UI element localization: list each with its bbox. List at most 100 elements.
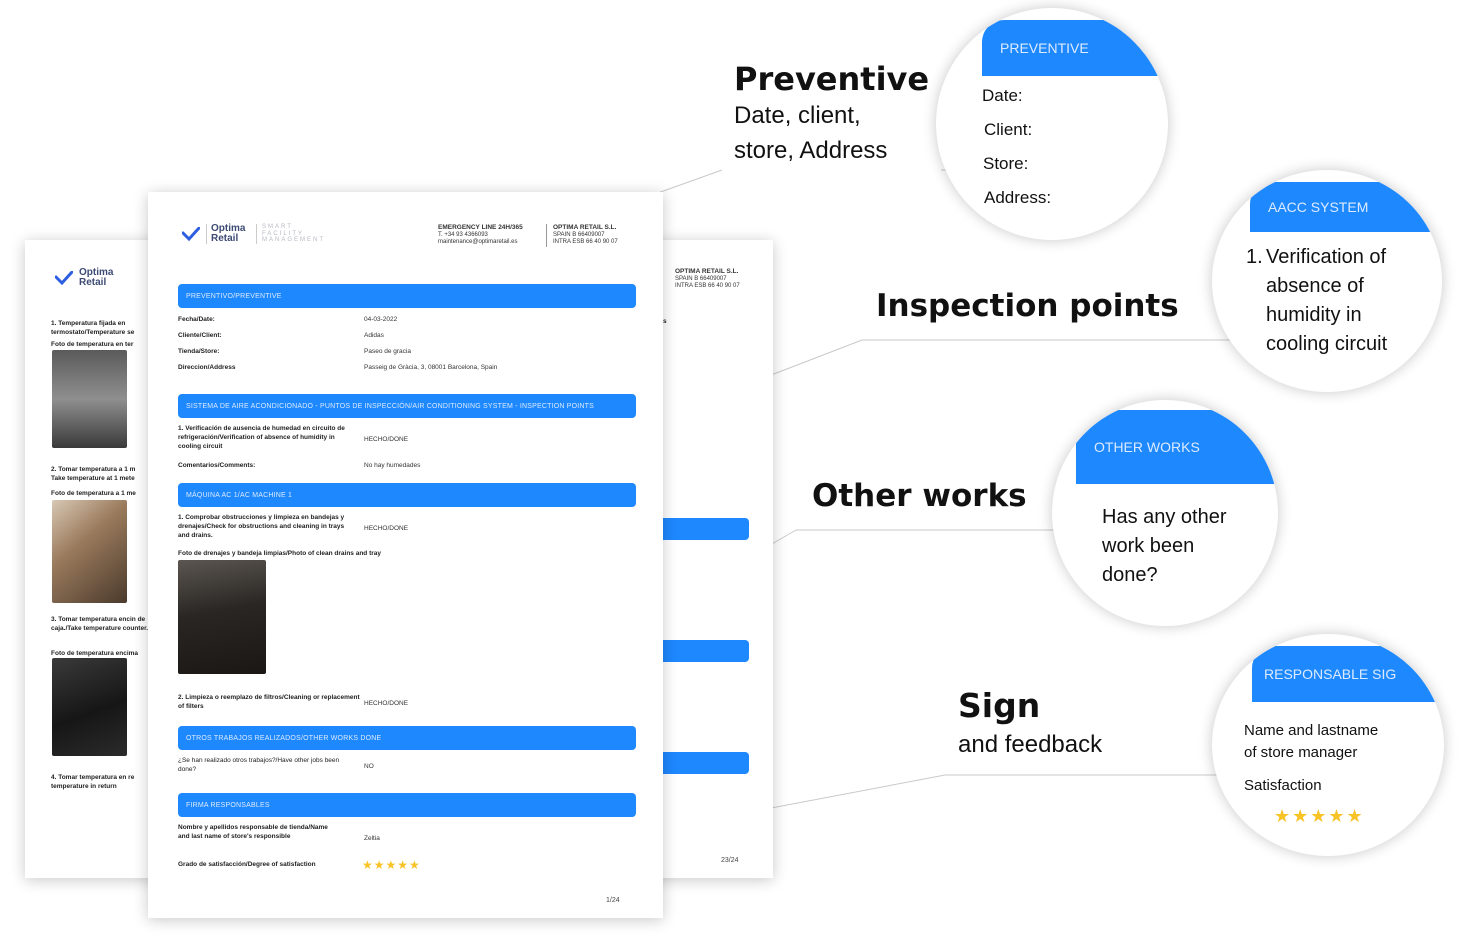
callout-title: Preventive	[734, 60, 930, 98]
company-line: SPAIN B 66409007	[553, 232, 605, 239]
circle-line: Verification of	[1266, 246, 1387, 268]
callout-title: Inspection points	[876, 288, 1179, 324]
section-machine: MÁQUINA AC 1/AC MACHINE 1	[178, 483, 636, 507]
section-other: OTROS TRABAJOS REALIZADOS/OTHER WORKS DO…	[178, 726, 636, 750]
zoom-circle-aacc: AACC SYSTEM 1. Verification of absence o…	[1212, 170, 1442, 392]
pill-sign: RESPONSABLE SIG	[1252, 646, 1444, 702]
circle-field: Client:	[984, 120, 1033, 139]
zoom-circle-preventive: PREVENTIVE Date: Client: Store: Address:	[936, 8, 1168, 240]
item-label: 4. Tomar temperatura en re temperature i…	[51, 774, 135, 790]
satisfaction-label: Grado de satisfacción/Degree of satisfac…	[178, 861, 316, 868]
address-label: Direccion/Address	[178, 364, 236, 371]
callout-line: and feedback	[958, 731, 1103, 758]
item-label: Foto de temperatura encima	[51, 650, 139, 657]
company-line: SPAIN B 66409007	[675, 276, 727, 283]
checkmark-logo-icon	[55, 271, 73, 285]
logo: Optima Retail	[55, 268, 119, 288]
callout-title: Sign	[958, 686, 1041, 725]
page-number: 1/24	[606, 897, 620, 904]
other-value: NO	[364, 763, 374, 770]
store-label: Tienda/Store:	[178, 348, 220, 355]
fragment-text: s	[663, 318, 667, 325]
circle-line: humidity in	[1266, 304, 1362, 326]
callout-preventive: Preventive Date, client, store, Address	[722, 56, 942, 172]
pill-other: OTHER WORKS	[1076, 410, 1278, 484]
section-preventive: PREVENTIVO/PREVENTIVE	[178, 284, 636, 308]
callout-line: Date, client,	[734, 102, 861, 129]
date-value: 04-03-2022	[364, 316, 398, 323]
store-value: Paseo de gracia	[364, 348, 411, 355]
manager-label: Nombre y apellidos responsable de tienda…	[178, 824, 328, 840]
photo-clean-drains	[178, 560, 266, 674]
section-sign: FIRMA RESPONSABLES	[178, 793, 636, 817]
client-value: Adidas	[364, 332, 384, 339]
company-title: OPTIMA RETAIL S.L.	[675, 268, 739, 275]
section-bar	[655, 640, 749, 662]
circle-line: Name and lastname	[1244, 722, 1379, 739]
other-label: ¿Se han realizado otros trabajos?/Have o…	[178, 757, 340, 773]
filters-value: HECHO/DONE	[364, 700, 409, 707]
pill-preventive: PREVENTIVE	[982, 20, 1168, 76]
checkmark-logo-icon	[182, 227, 200, 241]
obstructions-label: 1. Comprobar obstrucciones y limpieza en…	[178, 514, 345, 539]
photo-label: Foto de drenajes y bandeja limpias/Photo…	[178, 550, 381, 557]
humidity-value: HECHO/DONE	[364, 436, 409, 443]
company-title: OPTIMA RETAIL S.L.	[553, 224, 617, 231]
section-bar	[655, 752, 749, 774]
circle-line: cooling circuit	[1266, 333, 1388, 355]
address-value: Passeig de Gràcia, 3, 08001 Barcelona, S…	[364, 364, 498, 371]
callout-sign: Sign and feedback	[946, 686, 1115, 765]
comments-value: No hay humedades	[364, 462, 421, 469]
circle-satisfaction-label: Satisfaction	[1244, 777, 1322, 794]
company-line: INTRA ESB 66 40 90 07	[675, 283, 740, 290]
section-bar	[655, 518, 749, 540]
item-label: Foto de temperatura en ter	[51, 341, 134, 348]
front-page: Optima Retail SMART FACILITY MANAGEMENT …	[148, 192, 663, 918]
photo-thermostat	[52, 350, 127, 448]
photo-counter	[52, 658, 127, 756]
logo: Optima Retail SMART FACILITY MANAGEMENT	[182, 224, 330, 244]
company-header: OPTIMA RETAIL S.L. SPAIN B 66409007 INTR…	[675, 268, 740, 291]
logo-name: Optima Retail	[79, 267, 114, 288]
callout-other: Other works	[800, 478, 1039, 514]
humidity-label: 1. Verificación de ausencia de humedad e…	[178, 425, 345, 450]
date-label: Fecha/Date:	[178, 316, 215, 323]
emergency-title: EMERGENCY LINE 24H/365	[438, 224, 523, 231]
item-label: 3. Tomar temperatura encin de caja./Take…	[51, 616, 149, 632]
filters-label: 2. Limpieza o reemplazo de filtros/Clean…	[178, 694, 360, 710]
section-aacc: SISTEMA DE AIRE ACONDICIONADO - PUNTOS D…	[178, 394, 636, 418]
callout-line: store, Address	[734, 137, 888, 164]
circle-field: Store:	[983, 154, 1029, 173]
callout-title: Other works	[812, 478, 1027, 514]
company-header: OPTIMA RETAIL S.L. SPAIN B 66409007 INTR…	[546, 224, 618, 247]
logo-tagline: SMART FACILITY MANAGEMENT	[256, 224, 330, 244]
logo-name: Optima Retail	[206, 224, 250, 244]
item-label: 1. Temperatura fijada en termostato/Temp…	[51, 320, 135, 336]
emergency-email: maintenance@optimaretail.es	[438, 239, 518, 246]
client-label: Cliente/Client:	[178, 332, 222, 339]
company-line: INTRA ESB 66 40 90 07	[553, 239, 618, 246]
item-label: Foto de temperatura a 1 me	[51, 490, 136, 497]
emergency-phone: T. +34 93 4366093	[438, 232, 488, 239]
circle-line: absence of	[1266, 275, 1364, 297]
manager-value: Zeltia	[364, 835, 380, 842]
circle-field: Address:	[984, 188, 1052, 207]
item-label: 2. Tomar temperatura a 1 m Take temperat…	[51, 466, 136, 482]
circle-line: done?	[1102, 564, 1158, 586]
pill-aacc: AACC SYSTEM	[1250, 182, 1442, 232]
zoom-circle-other: OTHER WORKS Has any other work been done…	[1052, 400, 1278, 626]
circle-number: 1.	[1246, 246, 1263, 268]
page-number: 23/24	[721, 857, 739, 864]
satisfaction-stars-icon: ★★★★★	[362, 858, 421, 872]
circle-line: work been	[1102, 535, 1195, 557]
photo-temperature	[52, 500, 127, 603]
callout-inspection: Inspection points	[864, 288, 1191, 324]
zoom-circle-sign: RESPONSABLE SIG Name and lastname of sto…	[1212, 634, 1444, 856]
circle-line: of store manager	[1244, 744, 1358, 761]
satisfaction-stars-icon: ★★★★★	[1274, 806, 1365, 826]
circle-field: Date:	[982, 86, 1023, 105]
comments-label: Comentarios/Comments:	[178, 462, 256, 469]
circle-line: Has any other	[1102, 506, 1227, 528]
obstructions-value: HECHO/DONE	[364, 525, 409, 532]
emergency-header: EMERGENCY LINE 24H/365 T. +34 93 4366093…	[438, 224, 523, 247]
